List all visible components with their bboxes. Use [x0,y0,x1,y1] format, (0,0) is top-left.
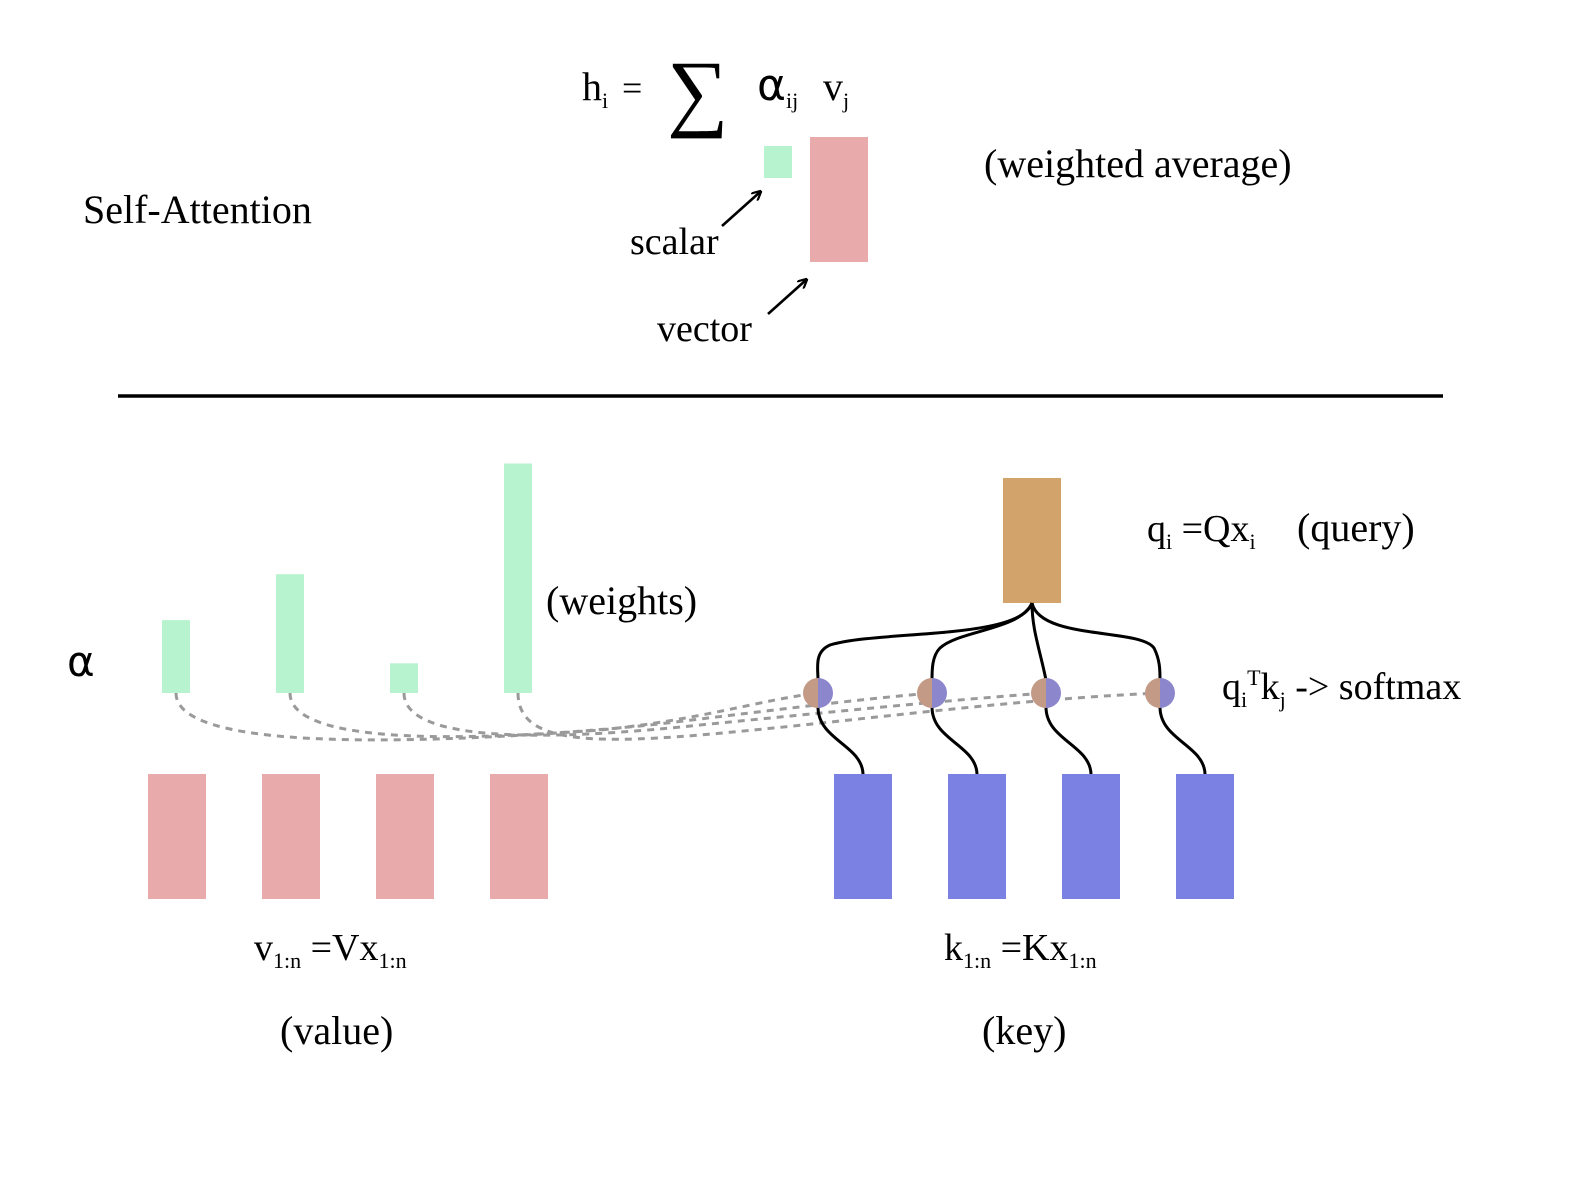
value-bar-3 [376,774,434,899]
weights-label: (weights) [546,578,697,623]
key-link-3 [1044,706,1093,775]
alpha-axis-label: α [67,637,95,686]
key-equation: k1:n =Kx1:n [944,927,1097,973]
key-bar-1 [834,774,892,899]
key-links [816,706,1207,775]
value-equation: v1:n =Vx1:n [254,927,407,973]
vector-arrow [767,280,806,315]
value-bar-4 [490,774,548,899]
value-caption: (value) [280,1008,393,1053]
dashed-links [174,691,1161,742]
weight-bar-1 [162,620,190,693]
scalar-arrow [721,192,760,227]
query-block [1003,478,1061,603]
query-link-3 [1030,602,1048,681]
key-link-2 [930,706,979,775]
dashed-link-3 [402,691,1047,737]
dashed-link-4 [516,691,1161,741]
query-equation: qi =Qxi [1147,508,1256,554]
key-bar-2 [948,774,1006,899]
vector-swatch [810,137,868,262]
formula-v: vj [823,64,849,113]
diagram-title: Self-Attention [83,187,312,232]
query-link-1 [816,602,1034,681]
scalar-label: scalar [630,221,719,263]
score-nodes [803,678,1175,708]
score-node-2 [917,678,947,708]
formula-sum: ∑ [667,43,728,139]
vector-label: vector [657,308,752,350]
query-caption: (query) [1297,505,1415,550]
query-links [816,602,1162,681]
query-link-2 [930,602,1034,681]
score-equation: qiTkj -> softmax [1222,665,1461,712]
formula-equals: = [622,68,642,108]
weight-bar-2 [276,574,304,693]
key-link-1 [816,706,865,775]
formula-alpha: αij [757,60,798,113]
value-bar-1 [148,774,206,899]
key-caption: (key) [982,1008,1066,1053]
key-bar-3 [1062,774,1120,899]
key-bars [834,774,1234,899]
key-bar-4 [1176,774,1234,899]
formula-h: hi [582,64,608,113]
score-node-3 [1031,678,1061,708]
value-bar-2 [262,774,320,899]
weight-bar-3 [390,663,418,693]
scalar-swatch [764,146,792,178]
key-link-4 [1158,706,1207,775]
query-link-4 [1030,602,1162,681]
dashed-link-1 [174,691,819,742]
weight-bar-4 [504,463,532,693]
score-node-4 [1145,678,1175,708]
weight-bars [162,463,532,693]
weighted-average-label: (weighted average) [984,141,1292,186]
score-node-1 [803,678,833,708]
value-bars [148,774,548,899]
dashed-link-2 [288,691,933,739]
